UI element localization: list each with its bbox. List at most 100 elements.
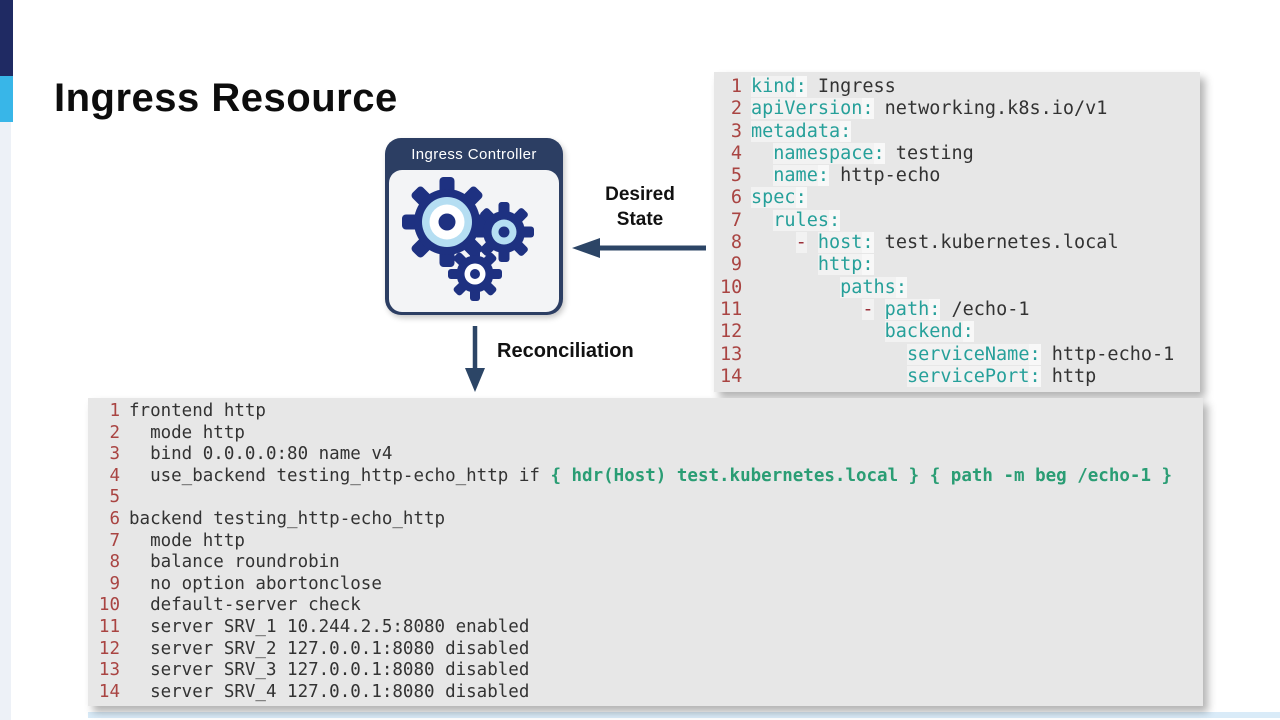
code-text: bind 0.0.0.0:80 name v4 [129, 444, 393, 465]
code-line: 11 - path: /echo-1 [720, 298, 1194, 321]
line-number: 12 [720, 321, 743, 343]
code-text: apiVersion: networking.k8s.io/v1 [751, 98, 1108, 120]
line-number: 4 [109, 465, 120, 486]
code-line: 3 bind 0.0.0.0:80 name v4 [94, 444, 1197, 466]
code-text: server SRV_3 127.0.0.1:8080 disabled [129, 660, 530, 681]
code-line: 9 no option abortonclose [94, 574, 1197, 596]
code-text: - host: test.kubernetes.local [795, 232, 1119, 254]
line-number: 8 [109, 552, 120, 573]
desired-state-line2: State [616, 209, 664, 230]
code-text: kind: Ingress [751, 76, 896, 97]
line-number: 12 [98, 638, 120, 659]
code-line: 2 apiVersion: networking.k8s.io/v1 [720, 98, 1194, 120]
code-line: 7 rules: [720, 209, 1194, 232]
code-text: frontend http [129, 401, 266, 421]
code-text: backend testing_http-echo_http [129, 508, 446, 529]
line-number: 2 [109, 422, 120, 443]
line-number: 11 [720, 298, 743, 320]
code-text: - path: /echo-1 [862, 298, 1030, 320]
code-text: spec: [751, 187, 807, 209]
left-accent-gray-strip [0, 122, 11, 720]
code-text: name: http-echo [773, 165, 941, 187]
line-number: 11 [98, 616, 120, 637]
code-line: 10 default-server check [94, 595, 1197, 617]
code-line: 3 metadata: [720, 120, 1194, 143]
line-number: 14 [98, 681, 120, 702]
line-number: 4 [730, 142, 742, 164]
left-accent-blue-bar [0, 76, 13, 122]
line-number: 1 [109, 401, 120, 421]
line-number: 5 [730, 165, 742, 187]
code-text: http: [817, 254, 874, 276]
code-line: 6 spec: [720, 187, 1194, 209]
gears-icon [389, 170, 559, 312]
code-text: namespace: testing [773, 142, 974, 164]
arrow-left-icon [572, 238, 706, 258]
code-text: paths: [840, 276, 907, 298]
code-text: server SRV_1 10.244.2.5:8080 enabled [129, 616, 530, 637]
code-line: 9 http: [720, 254, 1194, 276]
reconciliation-label: Reconciliation [497, 340, 634, 362]
code-line: 14 server SRV_4 127.0.0.1:8080 disabled [94, 682, 1197, 704]
ingress-controller-label: Ingress Controller [411, 146, 537, 163]
desired-state-line1: Desired [605, 184, 675, 205]
code-line: 2 mode http [94, 423, 1197, 445]
ingress-yaml-code-block: 1 kind: Ingress 2 apiVersion: networking.k8… [714, 72, 1200, 393]
code-line: 5 [94, 487, 1197, 509]
line-number: 6 [109, 508, 120, 529]
ingress-controller-box: Ingress Controller [385, 138, 563, 315]
code-text: metadata: [751, 120, 852, 142]
arrow-down-icon [465, 326, 485, 392]
code-text: servicePort: http [906, 365, 1097, 387]
line-number: 6 [730, 187, 742, 209]
line-number: 13 [98, 660, 120, 681]
code-text: serviceName: http-echo-1 [906, 343, 1175, 365]
line-number: 3 [109, 444, 120, 465]
line-number: 5 [109, 487, 120, 508]
code-line: 12 server SRV_2 127.0.0.1:8080 disabled [94, 639, 1197, 661]
code-line: 4 namespace: testing [720, 142, 1194, 165]
line-number: 9 [109, 573, 120, 594]
line-number: 1 [730, 76, 742, 97]
line-number: 10 [720, 276, 743, 298]
code-text: server SRV_4 127.0.0.1:8080 disabled [129, 681, 530, 702]
ingress-controller-panel [389, 170, 559, 312]
line-number: 9 [730, 254, 742, 276]
line-number: 13 [720, 343, 743, 365]
code-line: 1 frontend http [94, 401, 1197, 423]
code-text: mode http [129, 530, 245, 551]
code-line: 11 server SRV_1 10.244.2.5:8080 enabled [94, 617, 1197, 639]
code-line: 10 paths: [720, 276, 1194, 299]
code-line: 8 - host: test.kubernetes.local [720, 232, 1194, 254]
bottom-accent-bar [88, 712, 1280, 718]
code-line: 12 backend: [720, 321, 1194, 343]
code-text: backend: [884, 321, 974, 343]
code-text: default-server check [129, 595, 361, 616]
line-number: 7 [730, 209, 742, 231]
code-line: 4 use_backend testing_http-echo_http if … [94, 466, 1197, 488]
code-line: 5 name: http-echo [720, 165, 1194, 187]
code-text: rules: [773, 209, 841, 231]
code-text: balance roundrobin [129, 552, 340, 573]
line-number: 8 [730, 232, 742, 254]
code-line: 1 kind: Ingress [720, 76, 1194, 98]
line-number: 14 [720, 365, 743, 387]
code-line: 7 mode http [94, 531, 1197, 553]
code-text: server SRV_2 127.0.0.1:8080 disabled [129, 638, 530, 659]
left-accent-navy-bar [0, 0, 13, 76]
code-text: mode http [129, 422, 245, 443]
code-line: 14 servicePort: http [720, 365, 1194, 388]
code-text: no option abortonclose [129, 573, 382, 594]
line-number: 7 [109, 530, 120, 551]
desired-state-label: Desired State [580, 182, 700, 232]
line-number: 3 [730, 120, 742, 142]
code-text: use_backend testing_http-echo_http if { … [129, 465, 1173, 486]
line-number: 10 [98, 595, 120, 616]
line-number: 2 [730, 98, 742, 120]
code-line: 6 backend testing_http-echo_http [94, 509, 1197, 531]
code-line: 13 server SRV_3 127.0.0.1:8080 disabled [94, 660, 1197, 682]
code-line: 13 serviceName: http-echo-1 [720, 343, 1194, 366]
code-line: 8 balance roundrobin [94, 552, 1197, 574]
page-title: Ingress Resource [54, 76, 398, 120]
